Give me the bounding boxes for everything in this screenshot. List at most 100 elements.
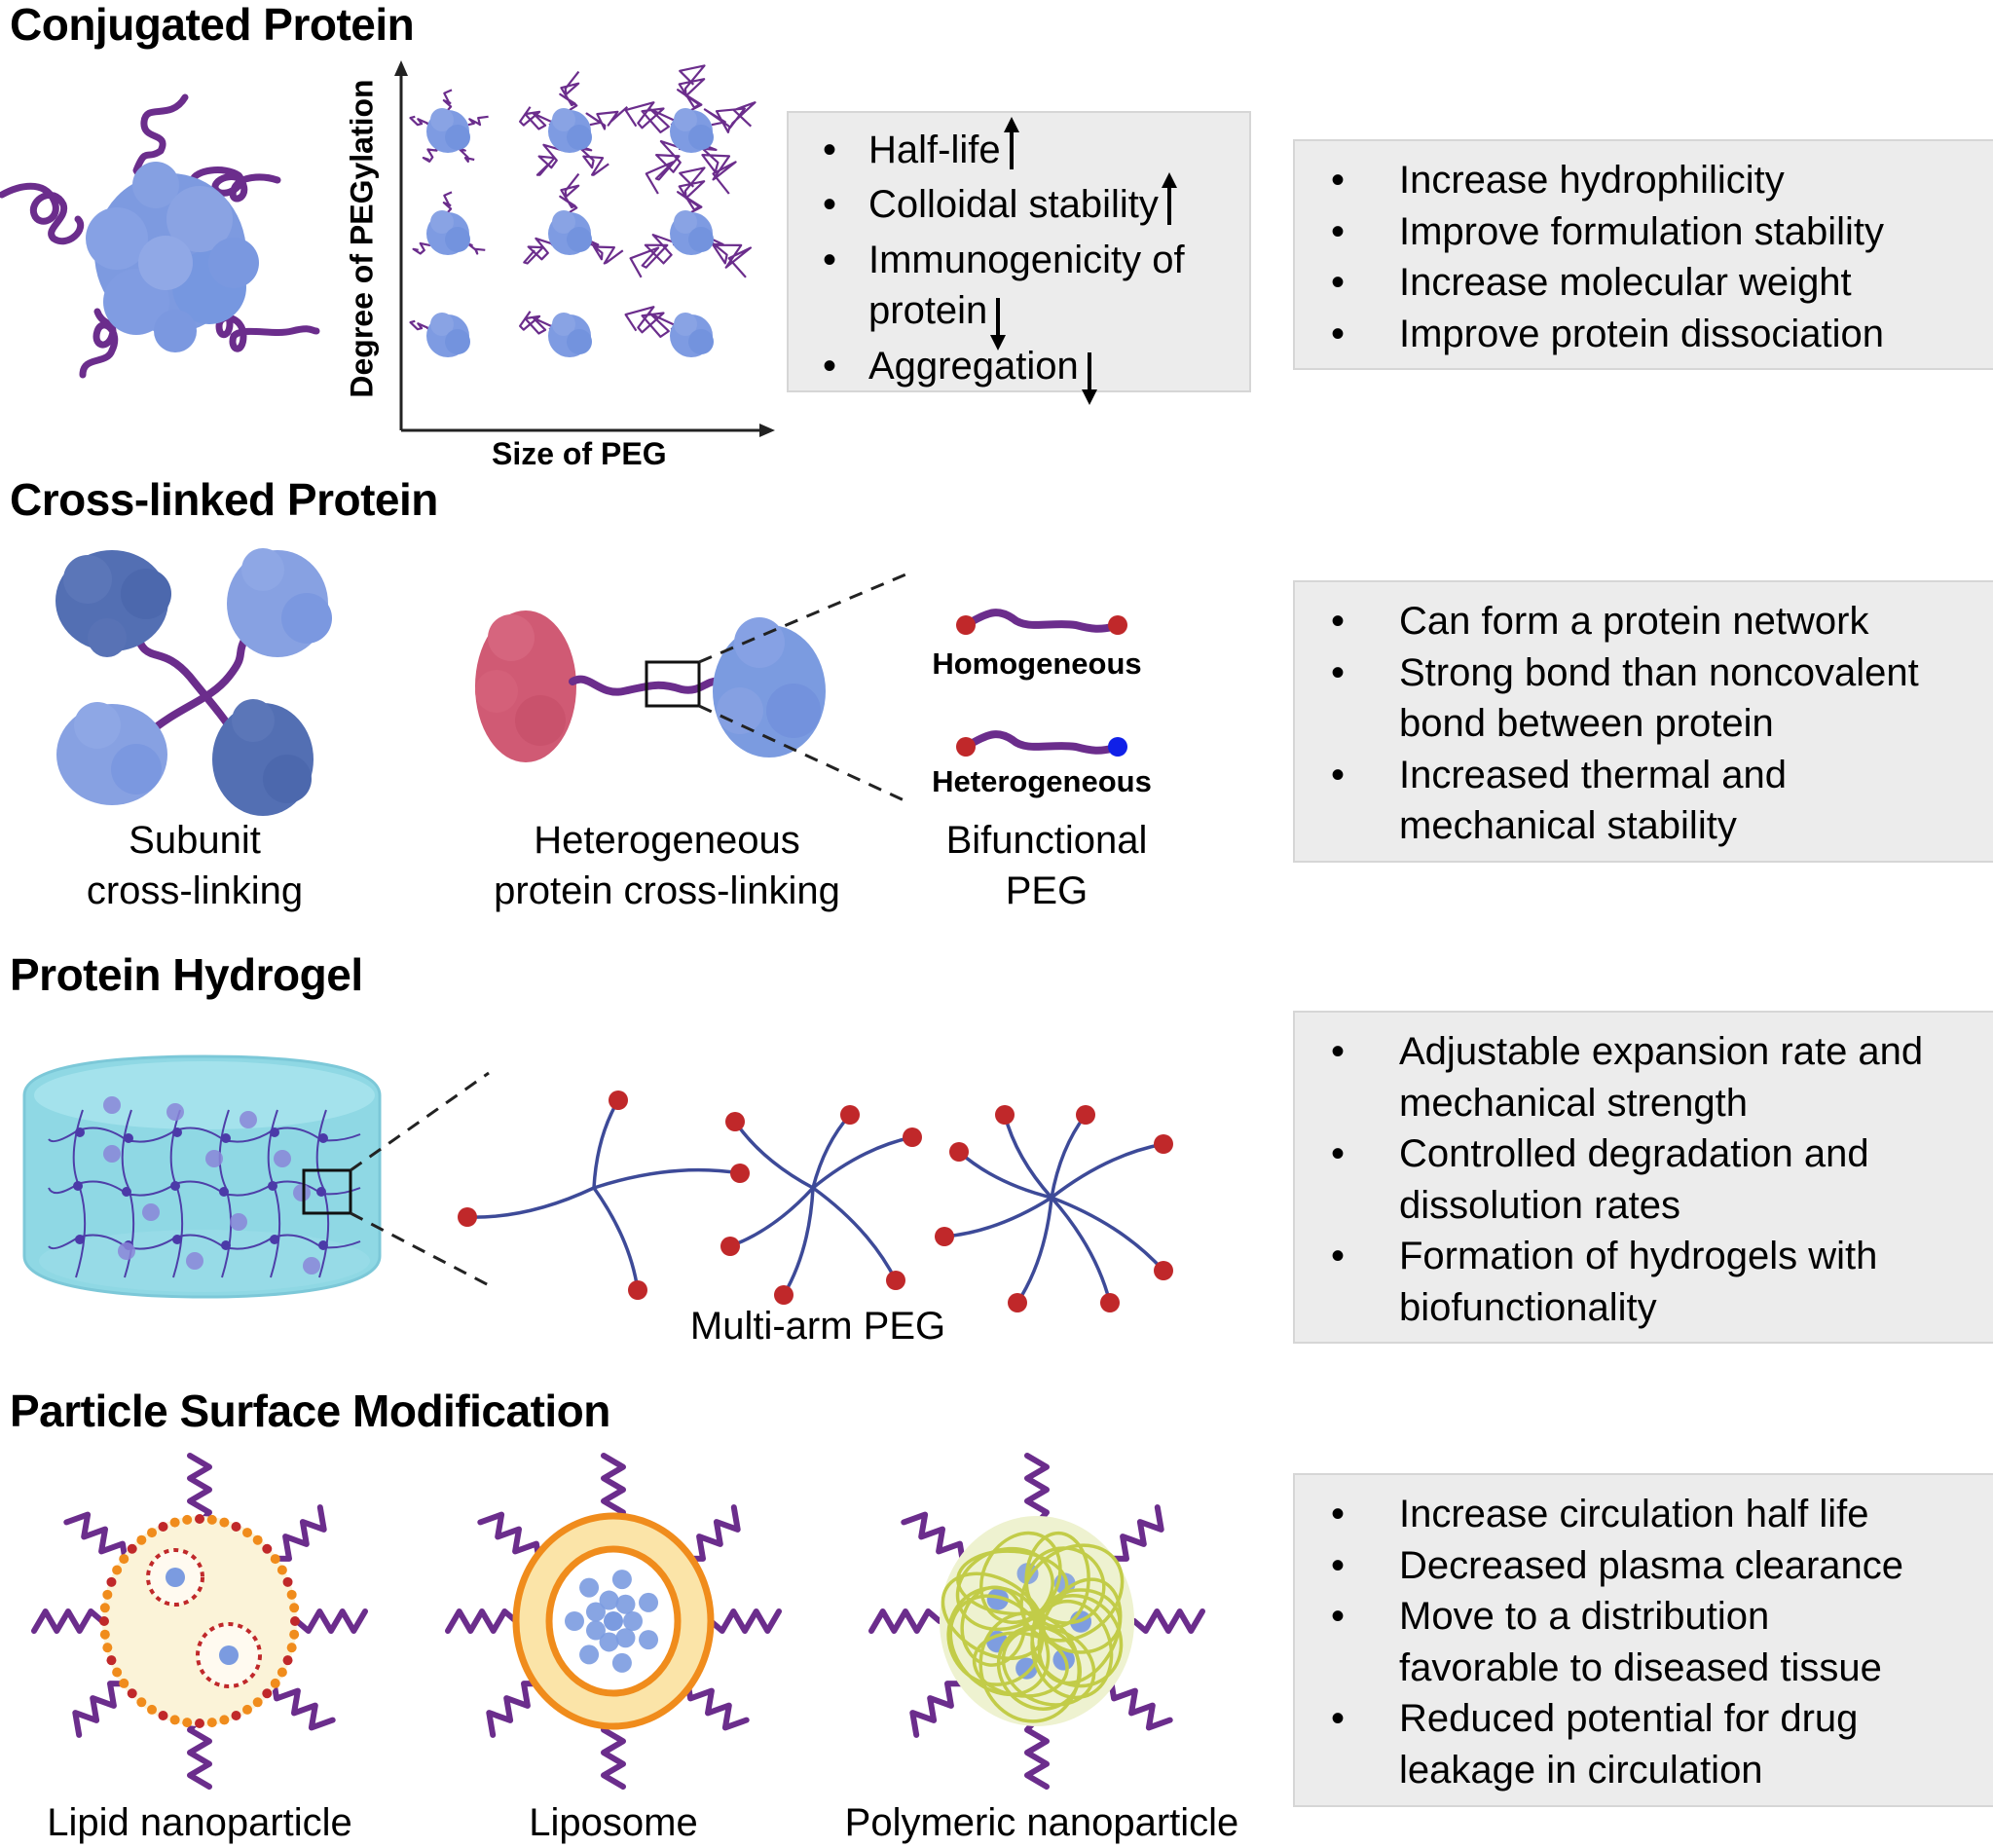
pegylated-protein-illustration [0, 93, 320, 379]
zoom-guide-bottom [350, 1211, 490, 1287]
protein-red [475, 610, 576, 762]
benefit-item: mechanical strength [1309, 1078, 1993, 1129]
benefit-text: Improve formulation stability [1399, 209, 1884, 253]
benefit-item: mechanical stability [1309, 800, 1993, 852]
benefits-list: •Increase hydrophilicity•Improve formula… [1309, 155, 1993, 359]
polymeric-nanoparticle-icon [868, 1453, 1205, 1790]
benefit-text: mechanical stability [1399, 804, 1737, 847]
heterogeneous-crosslinking-illustration [475, 571, 911, 805]
peg-chain [271, 1504, 327, 1562]
protein-blob [86, 162, 259, 352]
protein-icon [166, 1103, 184, 1121]
pegylated-protein-icon [519, 70, 629, 176]
peg-chain [624, 306, 680, 338]
peg-chain [1024, 1716, 1050, 1790]
peg-chain [294, 1608, 368, 1634]
protein-icon [118, 1242, 135, 1260]
crosslink-node [316, 1187, 326, 1197]
axes [394, 60, 775, 437]
benefit-item: •Increase molecular weight [1309, 257, 1993, 309]
benefit-item: • Reduced potential for drug [1309, 1693, 1993, 1745]
peg-chain [72, 1681, 129, 1738]
bullet-icon: • [1330, 1697, 1345, 1740]
crosslink-node [172, 1235, 182, 1244]
zoom-box [302, 1168, 352, 1215]
peg-chain [601, 1453, 626, 1527]
benefit-text: Increased thermal and [1399, 753, 1788, 796]
peg-chain [519, 311, 555, 335]
pegylation-grid [409, 64, 757, 357]
protein-icon [142, 1203, 160, 1221]
conjugated-benefits-box: •Increase hydrophilicity•Improve formula… [1293, 139, 1993, 370]
particle-label-polymeric-nanoparticle: Polymeric nanoparticle [844, 1801, 1239, 1844]
end-group [628, 1280, 647, 1300]
particle-label-liposome: Liposome [529, 1801, 698, 1844]
benefit-item: biofunctionality [1309, 1282, 1993, 1334]
hydrogel-cylinder-illustration [22, 1054, 490, 1299]
end-group [458, 1207, 477, 1227]
effect-text: Immunogenicity of [868, 238, 1185, 281]
end-group [1076, 1105, 1095, 1125]
effects-list: •Half-life•Colloidal stability•Immunogen… [806, 117, 1249, 406]
y-axis-arrowhead-icon [394, 60, 408, 76]
x-axis-arrowhead-icon [759, 424, 775, 437]
benefit-text: Reduced potential for drug [1399, 1697, 1859, 1740]
peg-chain [409, 319, 429, 331]
peg-chain [629, 234, 682, 278]
benefit-item: • Improve formulation stability [1309, 206, 1993, 258]
crosslink-node [221, 1240, 231, 1250]
lipid-nanoparticle-icon [31, 1453, 368, 1790]
peg-chain [442, 191, 453, 213]
subunit-crosslinking-label: Subunit cross-linking [86, 819, 304, 912]
protein-icon [103, 1096, 121, 1114]
peg-chain [477, 1511, 542, 1562]
heterogeneous-crosslinking-label: Heterogeneous protein cross-linking [494, 819, 840, 912]
end-group [903, 1127, 922, 1147]
section-title-hydrogel: Protein Hydrogel [10, 949, 363, 1000]
benefit-item: •Controlled degradation and [1309, 1128, 1993, 1180]
peg-chain [523, 237, 557, 265]
effect-text: Colloidal stability [868, 183, 1159, 227]
benefit-text: favorable to diseased tissue [1399, 1645, 1882, 1689]
y-axis-label: Degree of PEGylation [344, 79, 380, 398]
benefit-item: leakage in circulation [1309, 1745, 1993, 1796]
particle-illustrations [31, 1453, 1205, 1790]
benefit-item: favorable to diseased tissue [1309, 1643, 1993, 1694]
benefit-item: •Can form a protein network [1309, 596, 1993, 647]
arrow-down-icon [1081, 352, 1097, 406]
zoom-guide-top [698, 571, 911, 664]
peg-chain [645, 140, 688, 195]
protein-subunit-dark [212, 699, 314, 816]
peg-chain [187, 1453, 212, 1527]
effect-item: •Aggregation [806, 341, 1249, 406]
benefit-text: Formation of hydrogels with [1399, 1235, 1878, 1277]
pegylated-protein-icon [412, 191, 486, 255]
bullet-icon: • [822, 344, 836, 388]
end-group [1100, 1293, 1120, 1312]
effect-text: Half-life [868, 129, 1001, 171]
peg-chain [601, 1716, 626, 1790]
benefit-text: Strong bond than noncovalent [1399, 650, 1919, 694]
benefit-text: leakage in circulation [1399, 1748, 1763, 1792]
end-group [725, 1112, 745, 1131]
benefit-item: •Improve protein dissociation [1309, 309, 1993, 360]
multi-arm-peg-icon [720, 1105, 922, 1305]
multi-arm-peg-label: Multi-arm PEG [689, 1305, 946, 1348]
protein-icon [103, 1145, 121, 1163]
benefit-text: Increase circulation half life [1399, 1493, 1869, 1535]
crosslink-node [219, 1187, 229, 1197]
benefit-item: dissolution rates [1309, 1180, 1993, 1232]
benefit-item: •Increase circulation half life [1309, 1489, 1993, 1540]
peg-chain [409, 115, 429, 127]
benefit-text: Can form a protein network [1399, 600, 1869, 643]
peg-chain [1108, 1681, 1173, 1731]
bullet-icon: • [1330, 209, 1345, 253]
crosslink-node [270, 1235, 279, 1244]
benefit-text: Decreased plasma clearance [1399, 1543, 1904, 1587]
bullet-icon: • [1330, 261, 1345, 304]
end-group [609, 1090, 628, 1110]
protein-icon [240, 1111, 257, 1128]
benefit-item: •Decreased plasma clearance [1309, 1540, 1993, 1592]
protein-subunit-light [227, 548, 332, 657]
